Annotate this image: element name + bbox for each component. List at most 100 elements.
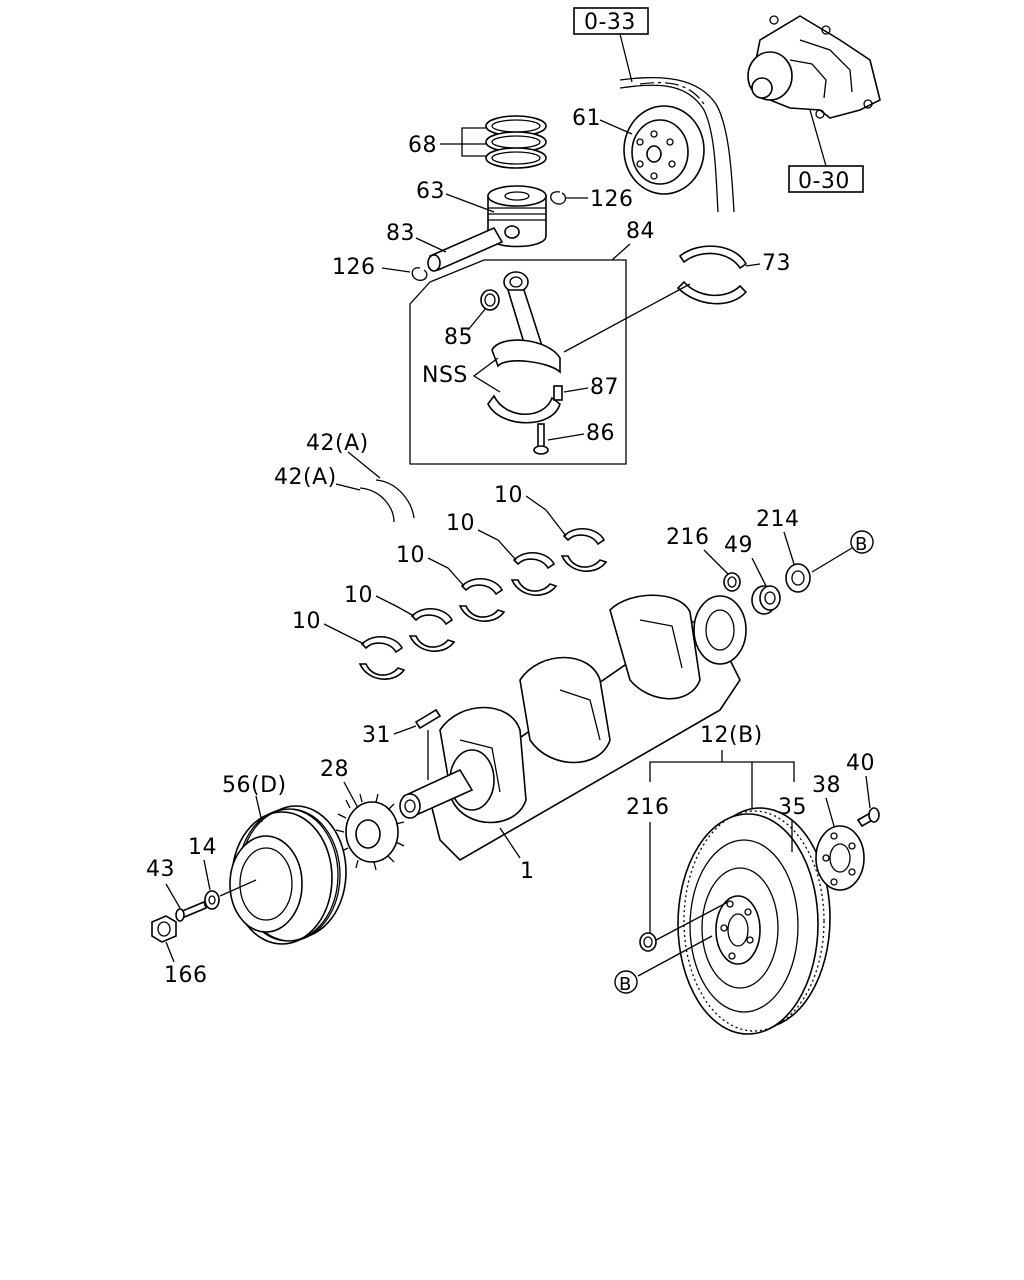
label-10-c: 10: [396, 543, 425, 568]
snap-ring-126-lower[interactable]: [411, 267, 428, 281]
bracket-12b: [649, 761, 795, 782]
callout-b-upper[interactable]: B: [850, 530, 874, 555]
label-31: 31: [362, 723, 391, 748]
label-49: 49: [724, 533, 753, 558]
leader-43: [165, 883, 181, 909]
label-35: 35: [778, 795, 807, 820]
reference-box-0-30[interactable]: 0-30: [788, 165, 864, 194]
leader-84: [611, 243, 631, 261]
bolt-40[interactable]: [856, 807, 880, 828]
snap-ring-126-upper[interactable]: [550, 191, 567, 205]
leader-166: [165, 941, 175, 963]
leader-10-b: [477, 529, 517, 561]
bolt-43[interactable]: [175, 900, 207, 922]
callout-b-upper-text: B: [855, 534, 868, 555]
conrod-cap[interactable]: [487, 394, 561, 424]
leader-38: [825, 797, 835, 827]
main-bearing-10-c[interactable]: [458, 578, 506, 622]
leader-73-to-rod: [563, 283, 691, 353]
leader-86: [547, 433, 585, 441]
conrod-bearing-73[interactable]: [676, 245, 748, 305]
ref-030-text: 0-30: [798, 169, 850, 194]
leader-42a-upper: [347, 451, 381, 479]
leader-14-to-pulley: [219, 879, 257, 897]
label-86: 86: [586, 421, 615, 446]
leader-216-to-flywheel: [655, 901, 729, 941]
label-63: 63: [416, 179, 445, 204]
ref-033-leader: [619, 33, 633, 83]
crank-gear-28[interactable]: [335, 793, 405, 871]
leader-28: [343, 781, 359, 809]
pilot-bushing-216-lower[interactable]: [639, 932, 657, 952]
label-10-e: 10: [292, 609, 321, 634]
label-214: 214: [756, 507, 800, 532]
leader-73: [745, 263, 761, 267]
main-bearing-10-b[interactable]: [510, 552, 558, 596]
leader-83: [415, 237, 447, 253]
label-84: 84: [626, 219, 655, 244]
callout-b-lower-text: B: [619, 974, 632, 995]
leader-63: [445, 193, 495, 213]
main-bearing-10-e[interactable]: [358, 636, 406, 680]
conrod-bolt-86[interactable]: [533, 423, 549, 455]
leader-61: [599, 119, 633, 135]
label-1: 1: [520, 859, 535, 884]
leader-b-upper: [811, 547, 853, 573]
crankshaft-pulley-61[interactable]: [623, 105, 705, 195]
bearing-49[interactable]: [751, 585, 781, 615]
label-216-upper: 216: [666, 525, 710, 550]
label-126-lower: 126: [332, 255, 376, 280]
plate-38[interactable]: [815, 825, 865, 891]
label-85: 85: [444, 325, 473, 350]
label-216-lower: 216: [626, 795, 670, 820]
conrod-nut-87[interactable]: [553, 385, 563, 401]
seal-214[interactable]: [785, 563, 811, 593]
label-14: 14: [188, 835, 217, 860]
connecting-rod[interactable]: [491, 271, 561, 374]
label-166: 166: [164, 963, 208, 988]
conrod-bushing-85[interactable]: [480, 289, 500, 311]
leader-42a-lower: [335, 483, 361, 491]
leader-68: [461, 127, 486, 157]
label-42a-upper: 42(A): [306, 431, 369, 456]
water-pump[interactable]: [747, 15, 881, 119]
leader-49: [751, 557, 767, 587]
ref-033-text: 0-33: [584, 10, 636, 35]
pilot-bushing-216[interactable]: [723, 572, 741, 592]
callout-b-lower[interactable]: B: [614, 970, 638, 995]
leader-40: [865, 775, 871, 809]
woodruff-key-31[interactable]: [414, 708, 442, 730]
leader-87: [563, 387, 589, 393]
thrust-washers-42[interactable]: [359, 479, 415, 523]
leader-10-e: [323, 623, 365, 645]
connecting-rod-assembly-84[interactable]: [409, 259, 627, 465]
leader-1: [499, 827, 521, 859]
label-68: 68: [408, 133, 437, 158]
main-bearing-10-d[interactable]: [408, 608, 456, 652]
label-38: 38: [812, 773, 841, 798]
piston-pin-83[interactable]: [427, 226, 504, 272]
label-nss: NSS: [422, 363, 468, 388]
label-42a-lower: 42(A): [274, 465, 337, 490]
label-56d: 56(D): [222, 773, 287, 798]
leader-10-a: [525, 495, 567, 537]
label-87: 87: [590, 375, 619, 400]
reference-box-0-33[interactable]: 0-33: [573, 7, 649, 35]
crank-pulley-56d[interactable]: [229, 805, 347, 945]
leader-85: [467, 307, 487, 331]
main-bearing-10-a[interactable]: [560, 528, 608, 572]
piston-63[interactable]: [487, 185, 547, 248]
ref-030-leader: [809, 109, 827, 167]
leader-14: [203, 859, 211, 891]
nut-166[interactable]: [151, 915, 177, 943]
label-28: 28: [320, 757, 349, 782]
piston-rings-68[interactable]: [485, 115, 547, 169]
crankshaft-1[interactable]: [399, 594, 747, 861]
flywheel[interactable]: [677, 807, 831, 1035]
washer-14[interactable]: [204, 890, 220, 910]
label-10-d: 10: [344, 583, 373, 608]
leader-31: [393, 725, 417, 735]
label-61: 61: [572, 106, 601, 131]
leader-b-lower: [637, 935, 713, 977]
